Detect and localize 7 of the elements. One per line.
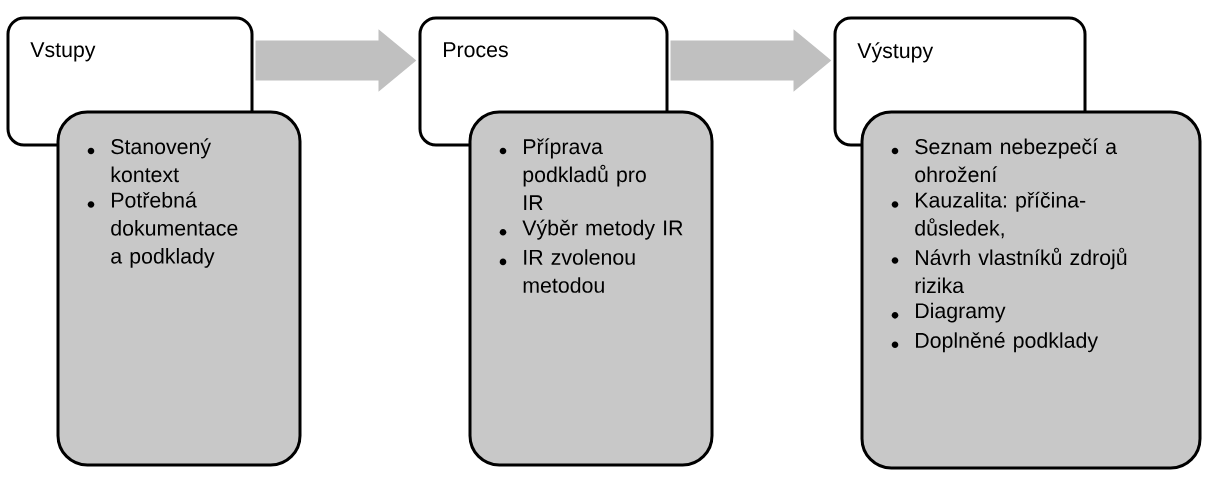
bullet-item: IR zvolenou metodou <box>499 249 635 293</box>
bullet-item: Výběr metody IR <box>499 219 683 240</box>
bullet-item: Návrh vlastníků zdrojů rizika <box>891 247 1127 294</box>
bullet-item: Diagramy <box>891 302 1006 323</box>
bullet-item: Kauzalita: příčina-důsledek, <box>891 191 1086 239</box>
bullet-item: Potřebná dokumentace a podklady <box>87 191 238 268</box>
bullet-item: Doplněné podklady <box>891 332 1098 353</box>
